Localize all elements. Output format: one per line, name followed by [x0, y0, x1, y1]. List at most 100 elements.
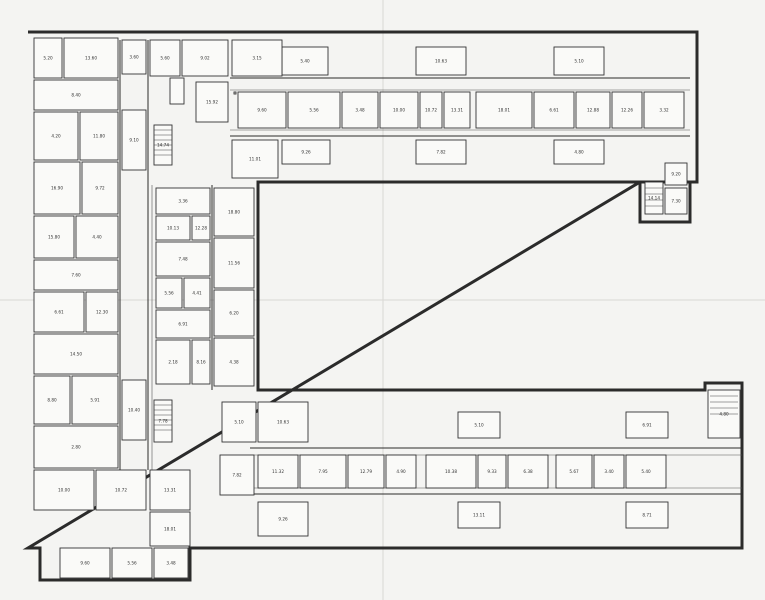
room-area-label: 10.72 [425, 108, 437, 113]
room-area-label: 11.80 [93, 134, 105, 139]
restroom-block [257, 454, 299, 489]
room-area-label: 5.10 [574, 59, 584, 64]
room-area-label: 16.90 [51, 186, 63, 191]
room-area-label: 18.80 [228, 210, 240, 215]
building-outline [22, 30, 744, 582]
room-area-label: 14.14 [648, 196, 660, 201]
room-area-label: 13.11 [473, 513, 485, 518]
room-area-label: 9.26 [301, 150, 311, 155]
restroom-block [477, 454, 507, 489]
room-area-label: 8.40 [71, 93, 81, 98]
room-area-label: 5.56 [309, 108, 319, 113]
room-area-label: 2.18 [168, 360, 178, 365]
room-area-label: 9.33 [487, 469, 497, 474]
office-block [553, 46, 605, 76]
room-area-label: 8.16 [196, 360, 206, 365]
office-block [625, 501, 669, 529]
room-area-label: 12.28 [195, 226, 207, 231]
room-area-label: 14.74 [157, 143, 169, 148]
room-area-label: 10.63 [277, 420, 289, 425]
office-block [553, 139, 605, 165]
office-block [457, 501, 501, 529]
room-area-label: 12.79 [360, 469, 372, 474]
room-area-label: 3.48 [166, 561, 176, 566]
room-area-label: 12.30 [96, 310, 108, 315]
room-area-label: 5.56 [164, 291, 174, 296]
room-area-label: 10.00 [393, 108, 405, 113]
room-area-label: 9.10 [129, 138, 139, 143]
room-area-label: 7.48 [178, 257, 188, 262]
room-area-label: 11.32 [272, 469, 284, 474]
room-area-label: 4.80 [574, 150, 584, 155]
room-area-label: 2.80 [71, 445, 81, 450]
room-area-label: 10.00 [58, 488, 70, 493]
room-area-label: 8.80 [47, 398, 57, 403]
room-area-label: 15.92 [206, 100, 218, 105]
room-area-label: 10.72 [115, 488, 127, 493]
room-area-label: 15.80 [48, 235, 60, 240]
west-wing [33, 37, 283, 470]
office-block [625, 411, 669, 439]
room-area-label: 7.60 [71, 273, 81, 278]
room-area-label: 11.56 [228, 261, 240, 266]
room-area-label: 12.26 [621, 108, 633, 113]
room-area-label: 13.60 [85, 56, 97, 61]
room-area-label: 10.38 [445, 469, 457, 474]
room-area-label: 4.41 [192, 291, 202, 296]
room-area-label: 7.82 [232, 473, 242, 478]
room-area-label: 3.36 [178, 199, 188, 204]
room-area-label: 3.48 [355, 108, 365, 113]
office-block [415, 46, 467, 76]
room-area-label: 11.01 [249, 157, 261, 162]
room-area-label: 4.80 [719, 412, 729, 417]
room-area-label: 6.91 [178, 322, 188, 327]
room-area-label: 4.90 [396, 469, 406, 474]
room-area-label: 5.10 [234, 420, 244, 425]
room-area-label: 4.20 [51, 134, 61, 139]
room-area-label: 18.01 [164, 527, 176, 532]
room-area-label: 3.40 [604, 469, 614, 474]
room-area-label: 3.60 [129, 55, 139, 60]
room-area-label: 9.60 [257, 108, 267, 113]
room-area-label: 9.26 [278, 517, 288, 522]
room-area-label: 9.02 [200, 56, 210, 61]
room-area-label: 3.32 [659, 108, 669, 113]
room-area-label: 5.20 [43, 56, 53, 61]
room-area-label: 18.01 [498, 108, 510, 113]
room-area-label: 5.67 [569, 469, 579, 474]
office-block [457, 411, 501, 439]
room-area-label: 5.56 [127, 561, 137, 566]
room-area-label: 5.60 [160, 56, 170, 61]
room-area-label: 6.61 [54, 310, 64, 315]
room-area-label: 10.63 [435, 59, 447, 64]
office-block [281, 139, 331, 165]
room-area-label: 7.82 [436, 150, 446, 155]
room-area-label: 5.40 [641, 469, 651, 474]
room-area-label: 6.91 [642, 423, 652, 428]
room-area-label: 9.72 [95, 186, 105, 191]
office-block [415, 139, 467, 165]
room-area-label: 12.88 [587, 108, 599, 113]
room-area-label: 9.20 [671, 172, 681, 177]
staircase-west-south [153, 399, 173, 443]
south-wing [33, 389, 742, 579]
north-wing [230, 46, 690, 215]
room-area-label: 13.31 [451, 108, 463, 113]
room-area-label: 13.31 [164, 488, 176, 493]
room-area-label: 7.78 [158, 419, 168, 424]
room-area-label: 10.40 [128, 408, 140, 413]
room-area-label: 9.60 [80, 561, 90, 566]
room-area-label: 3.15 [252, 56, 262, 61]
stair-treads [154, 129, 738, 431]
room-area-label: 5.91 [90, 398, 100, 403]
room-area-label: 6.61 [549, 108, 559, 113]
room-area-label: 4.38 [229, 360, 239, 365]
room-area-label: 5.40 [300, 59, 310, 64]
room-area-label: 7.30 [671, 199, 681, 204]
room-area-label: 4.40 [92, 235, 102, 240]
room-area-labels: 5.40 10.63 5.10 9.26 7.82 4.80 9.60 5.56 3.48 10.… [43, 55, 729, 566]
room-area-label: 5.10 [474, 423, 484, 428]
room-area-label: 10.13 [167, 226, 179, 231]
